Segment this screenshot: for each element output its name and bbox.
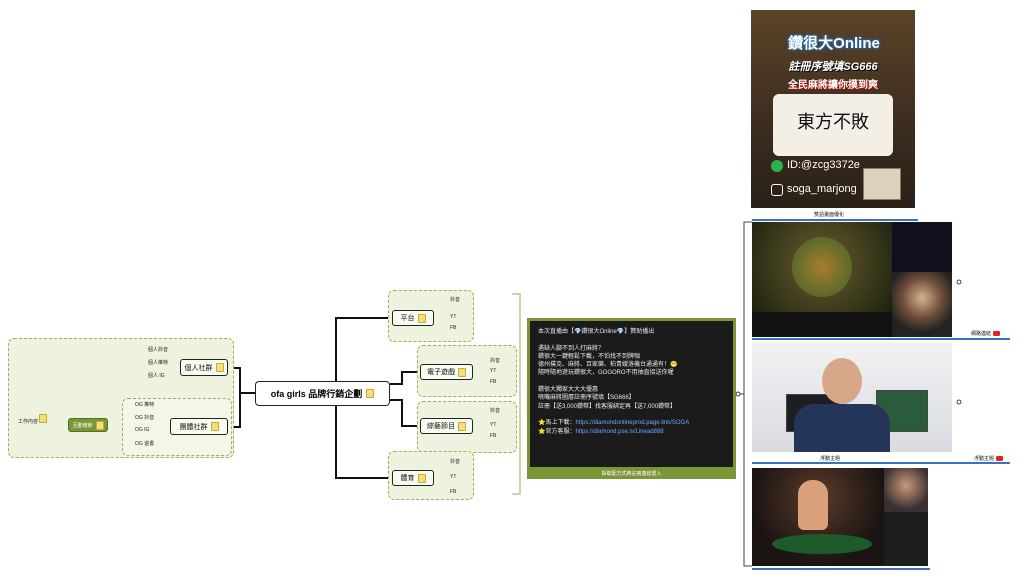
live-casino-screenshot <box>752 468 928 566</box>
sports-item-2[interactable]: FB <box>450 489 457 495</box>
note-icon <box>366 389 375 398</box>
note-icon <box>417 313 426 323</box>
ad-caption: 雙語畫面優化 <box>814 212 845 218</box>
video-caption-right: 浮動主題 <box>974 455 1004 462</box>
video-underline <box>752 462 1010 464</box>
ad-line-id: ID:@zcg3372e <box>787 159 860 171</box>
platform-item-2[interactable]: FB <box>450 325 457 331</box>
sponsor-text-panel: 本次直播由【💎鑽很大Online💎】贊助播出遇缺人腳不到人打麻將？鑽很大一鍵輕鬆… <box>527 318 736 470</box>
download-link[interactable]: https://diamondonlineprod.page.link/SOGA <box>575 420 690 427</box>
interaction-node[interactable]: 互動環節 <box>68 418 108 432</box>
egaming-item-2[interactable]: FB <box>490 379 497 385</box>
ad-line2: 全民麻將讓你摸到爽 <box>788 80 878 91</box>
platform-item-0[interactable]: 抖音 <box>450 297 461 303</box>
person-head <box>822 358 862 404</box>
chat-panel <box>884 512 928 566</box>
youtube-icon <box>996 456 1004 462</box>
egaming-item-0[interactable]: 抖音 <box>490 358 501 364</box>
youtuber-video-screenshot <box>752 342 952 452</box>
youtube-icon <box>993 331 1001 337</box>
group-community-node[interactable]: 團體社群 <box>170 418 228 435</box>
ad-underline <box>752 219 918 221</box>
ad-banner-image: 鑽很大Online 註冊序號填SG666 全民麻將讓你摸到爽 東方不敗 ID:@… <box>751 10 915 208</box>
variety-node[interactable]: 綜藝節目 <box>420 418 473 434</box>
note-icon <box>417 473 426 483</box>
video-caption: 浮動主題 <box>820 456 841 462</box>
live-stream-screenshot <box>752 222 952 337</box>
note-icon <box>458 367 466 377</box>
personal-item-2[interactable]: 個人 IG <box>148 373 165 379</box>
panel-line <box>538 411 725 419</box>
panel-lines: 本次直播由【💎鑽很大Online💎】贊助播出遇缺人腳不到人打麻將？鑽很大一鍵輕鬆… <box>538 328 725 419</box>
person-body <box>794 404 890 452</box>
group-item-0[interactable]: OG 推特 <box>135 402 155 408</box>
panel-line <box>538 378 725 386</box>
panel-line: 鑽很大獨家大大大優惠 <box>538 387 599 394</box>
note-icon <box>215 363 224 372</box>
personal-item-1[interactable]: 個人推特 <box>148 360 169 366</box>
live-underline <box>752 338 1010 340</box>
ad-line1: 註冊序號填SG666 <box>788 61 878 73</box>
live-caption: 網路連結 <box>971 330 1001 337</box>
dealer-figure <box>798 480 828 530</box>
service-link[interactable]: https://diamond.pse.is/Linead888 <box>575 428 664 435</box>
group-item-2[interactable]: OG IG <box>135 427 150 433</box>
note-icon <box>210 422 219 431</box>
egaming-node[interactable]: 電子遊戲 <box>420 364 473 380</box>
panel-line: 德州撲克、麻將、百家樂、柏青嫂洛機台通通有！😁 <box>538 362 678 369</box>
download-line: ⭐馬上下載：https://diamondonlineprod.page.lin… <box>538 420 690 427</box>
ad-logo-box: 東方不敗 <box>773 94 893 156</box>
group-item-3[interactable]: OG 遊書 <box>135 441 155 447</box>
sports-node[interactable]: 體育 <box>392 470 434 486</box>
panel-line: 噴嘰麻將圖層註冊序號填【SG666】 <box>538 395 635 402</box>
streamer-cam-2 <box>884 468 928 512</box>
personal-community-node[interactable]: 個人社群 <box>180 359 228 376</box>
egaming-item-1[interactable]: YT <box>490 368 497 374</box>
panel-line: 遇缺人腳不到人打麻將？ <box>538 345 605 352</box>
sports-item-1[interactable]: YT <box>450 474 457 480</box>
instagram-icon <box>771 184 783 196</box>
platform-node[interactable]: 平台 <box>392 310 434 326</box>
note-icon <box>95 420 104 430</box>
variety-item-2[interactable]: FB <box>490 433 497 439</box>
streamer-cam <box>892 272 952 337</box>
personal-item-0[interactable]: 個人抖音 <box>148 347 169 353</box>
group-item-1[interactable]: OG 抖音 <box>135 415 155 421</box>
casino-underline <box>752 568 930 570</box>
variety-item-0[interactable]: 抖音 <box>490 408 501 414</box>
ad-logo-text: 東方不敗 <box>797 112 869 133</box>
central-topic[interactable]: ofa girls 品牌行銷企劃 <box>255 381 390 406</box>
panel-line: 隨時隨地遊玩鑽很大，GOGORO不用抽直接送你喔 <box>538 370 674 377</box>
panel-line <box>538 336 725 344</box>
ad-brand: 鑽很大Online <box>788 35 880 52</box>
line-app-icon <box>771 160 783 172</box>
mahjong-tiles-image <box>863 168 901 200</box>
game-wheel <box>792 237 852 297</box>
roulette-table <box>772 534 872 554</box>
note-icon <box>458 421 466 431</box>
panel-caption: 採取配方式將註冊連結置入 <box>527 470 736 479</box>
platform-item-1[interactable]: YT <box>450 314 457 320</box>
work-content-label[interactable]: 工作內容 <box>18 414 48 425</box>
panel-line: 註冊【送3,000鑽幣】找客服綁定再【送7,000鑽幣】 <box>538 403 677 410</box>
sports-item-0[interactable]: 抖音 <box>450 459 461 465</box>
panel-line: 本次直播由【💎鑽很大Online💎】贊助播出 <box>538 329 655 335</box>
note-icon <box>39 414 48 423</box>
service-line: ⭐官方客服：https://diamond.pse.is/Linead888 <box>538 428 664 435</box>
ad-ig-id: soga_marjong <box>787 183 857 195</box>
variety-item-1[interactable]: YT <box>490 422 497 428</box>
panel-line: 鑽很大一鍵輕鬆下載，不怕找不到牌咖 <box>538 353 641 360</box>
stream-info-bar <box>752 312 892 337</box>
